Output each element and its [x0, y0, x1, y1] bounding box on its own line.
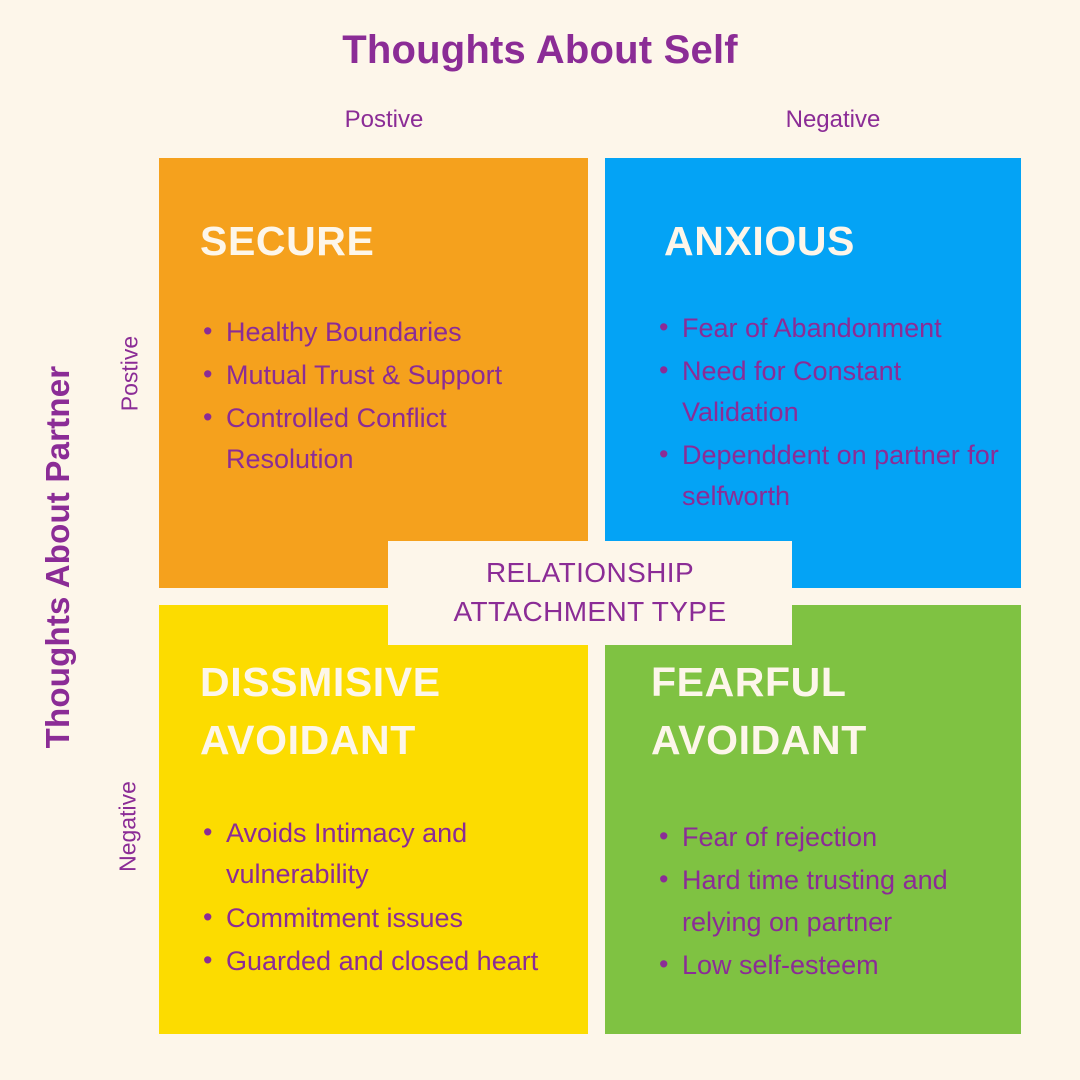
center-badge-line-2: ATTACHMENT TYPE [453, 596, 727, 627]
quadrant-fearful-avoidant[interactable]: FEARFUL AVOIDANT Fear of rejection Hard … [605, 605, 1021, 1034]
list-item: Dependdent on partner for selfworth [659, 434, 1001, 517]
quadrant-dismissive-avoidant-heading: DISSMISIVE AVOIDANT [200, 659, 441, 764]
quadrant-secure[interactable]: SECURE Healthy Boundaries Mutual Trust &… [159, 158, 588, 588]
list-item: Healthy Boundaries [203, 311, 564, 353]
list-item: Guarded and closed heart [203, 940, 566, 982]
list-item: Fear of Abandonment [659, 307, 1001, 349]
page-title: Thoughts About Self [342, 28, 738, 72]
quadrant-secure-trait-list: Healthy Boundaries Mutual Trust & Suppor… [203, 311, 564, 480]
column-label-negative: Negative [785, 106, 881, 133]
row-label-negative: Negative [114, 781, 141, 872]
list-item: Need for Constant Validation [659, 350, 1001, 433]
axis-title-partner: Thoughts About Partner [39, 365, 76, 749]
list-item: Controlled Conflict Resolution [203, 397, 564, 480]
list-item: Hard time trusting and relying on partne… [659, 859, 1005, 942]
list-item: Avoids Intimacy and vulnerability [203, 812, 566, 895]
quadrant-fearful-avoidant-heading: FEARFUL AVOIDANT [651, 659, 867, 764]
list-item: Mutual Trust & Support [203, 354, 564, 396]
quadrant-dismissive-trait-list: Avoids Intimacy and vulnerability Commit… [203, 812, 566, 982]
center-badge: RELATIONSHIP ATTACHMENT TYPE [388, 541, 792, 645]
row-label-positive: Postive [116, 335, 143, 412]
quadrant-dismissive-avoidant[interactable]: DISSMISIVE AVOIDANT Avoids Intimacy and … [159, 605, 588, 1034]
quadrant-anxious[interactable]: ANXIOUS Fear of Abandonment Need for Con… [605, 158, 1021, 588]
quadrant-anxious-trait-list: Fear of Abandonment Need for Constant Va… [659, 307, 1001, 517]
list-item: Fear of rejection [659, 816, 1005, 858]
list-item: Low self-esteem [659, 944, 1005, 986]
quadrant-secure-heading: SECURE [200, 218, 375, 264]
quadrant-fearful-trait-list: Fear of rejection Hard time trusting and… [659, 816, 1005, 986]
quadrant-anxious-heading: ANXIOUS [664, 218, 856, 264]
center-badge-line-1: RELATIONSHIP [485, 557, 695, 589]
list-item: Commitment issues [203, 896, 566, 939]
column-label-positive: Postive [344, 106, 424, 133]
